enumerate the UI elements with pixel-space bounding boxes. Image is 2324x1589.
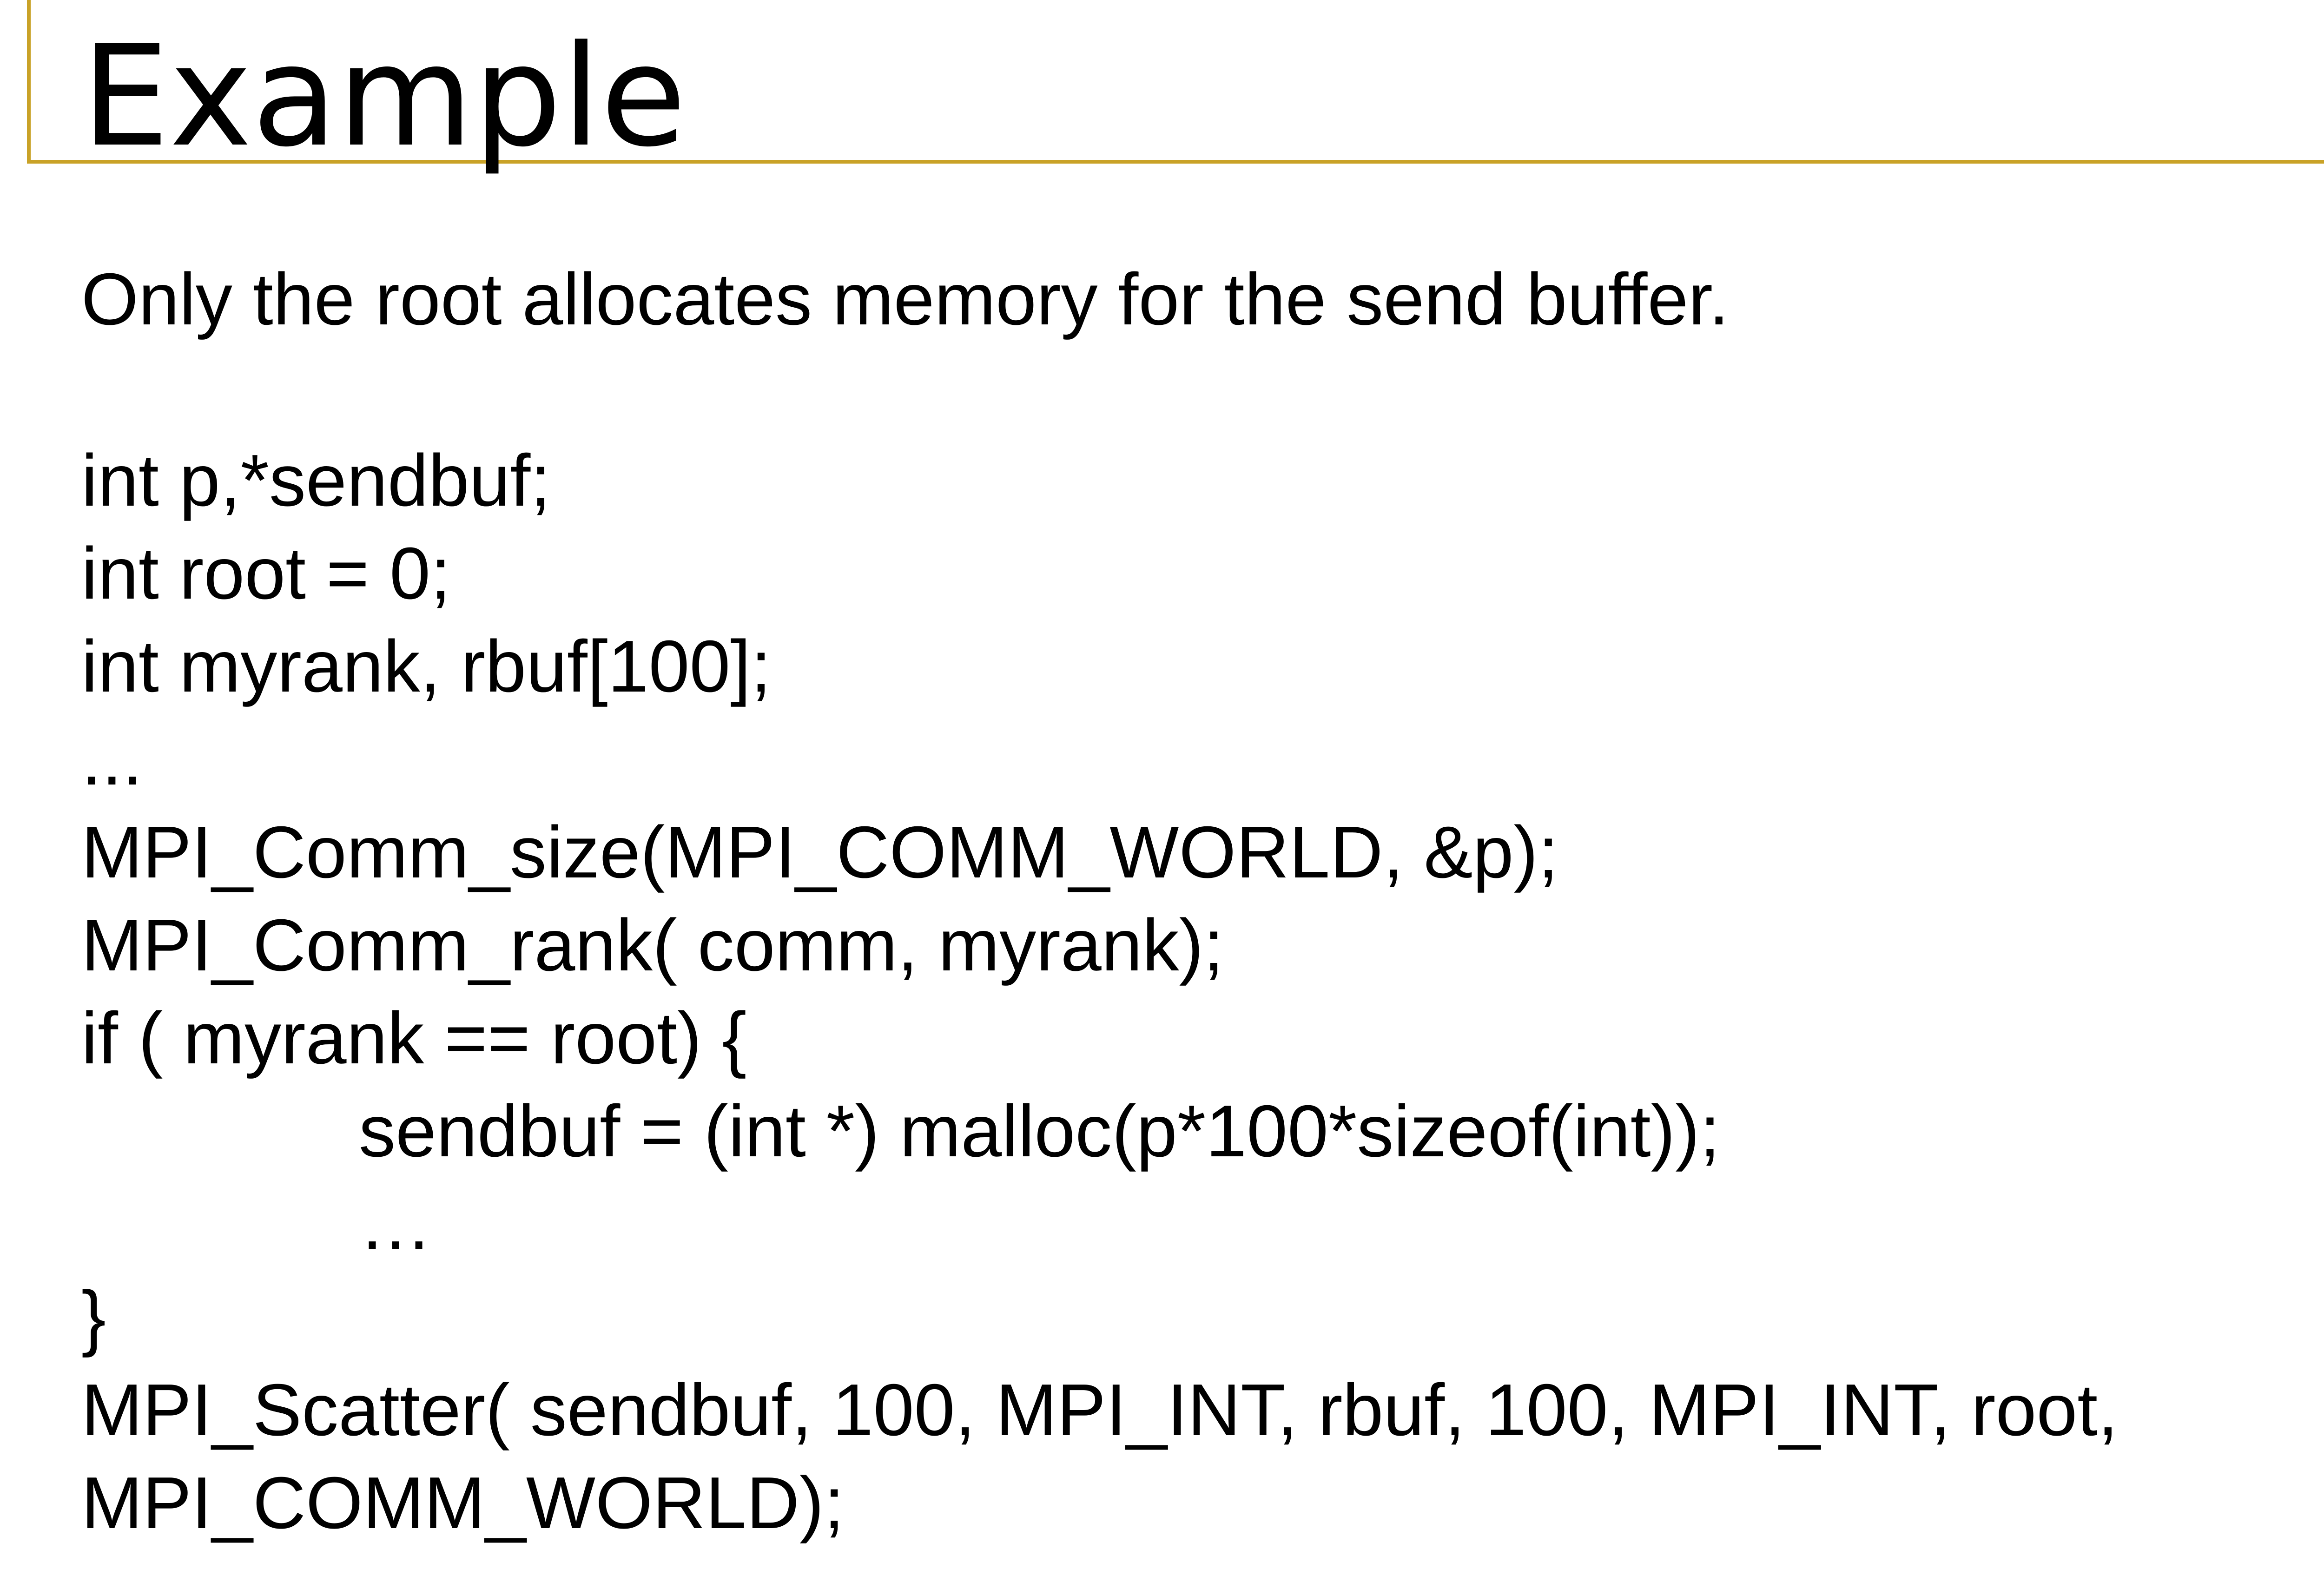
code-line: int root = 0; xyxy=(81,533,451,614)
intro-text: Only the root allocates memory for the s… xyxy=(81,258,1730,340)
code-line: } xyxy=(81,1276,106,1358)
code-line: MPI_COMM_WORLD); xyxy=(81,1462,845,1544)
code-line: int p,*sendbuf; xyxy=(81,440,551,521)
code-line: ... xyxy=(81,719,143,800)
title-accent-horizontal-rule xyxy=(27,160,2324,164)
code-line-indented: sendbuf = (int *) malloc(p*100*sizeof(in… xyxy=(359,1090,1720,1172)
code-line: MPI_Scatter( sendbuf, 100, MPI_INT, rbuf… xyxy=(81,1369,2119,1451)
code-line: MPI_Comm_size(MPI_COMM_WORLD, &p); xyxy=(81,811,1558,893)
code-line: if ( myrank == root) { xyxy=(81,997,747,1079)
slide-title: Example xyxy=(81,15,687,178)
title-accent-vertical-rule xyxy=(27,0,31,164)
code-line: MPI_Comm_rank( comm, myrank); xyxy=(81,904,1224,986)
code-line: int myrank, rbuf[100]; xyxy=(81,626,772,707)
code-line-indented: … xyxy=(359,1183,432,1265)
